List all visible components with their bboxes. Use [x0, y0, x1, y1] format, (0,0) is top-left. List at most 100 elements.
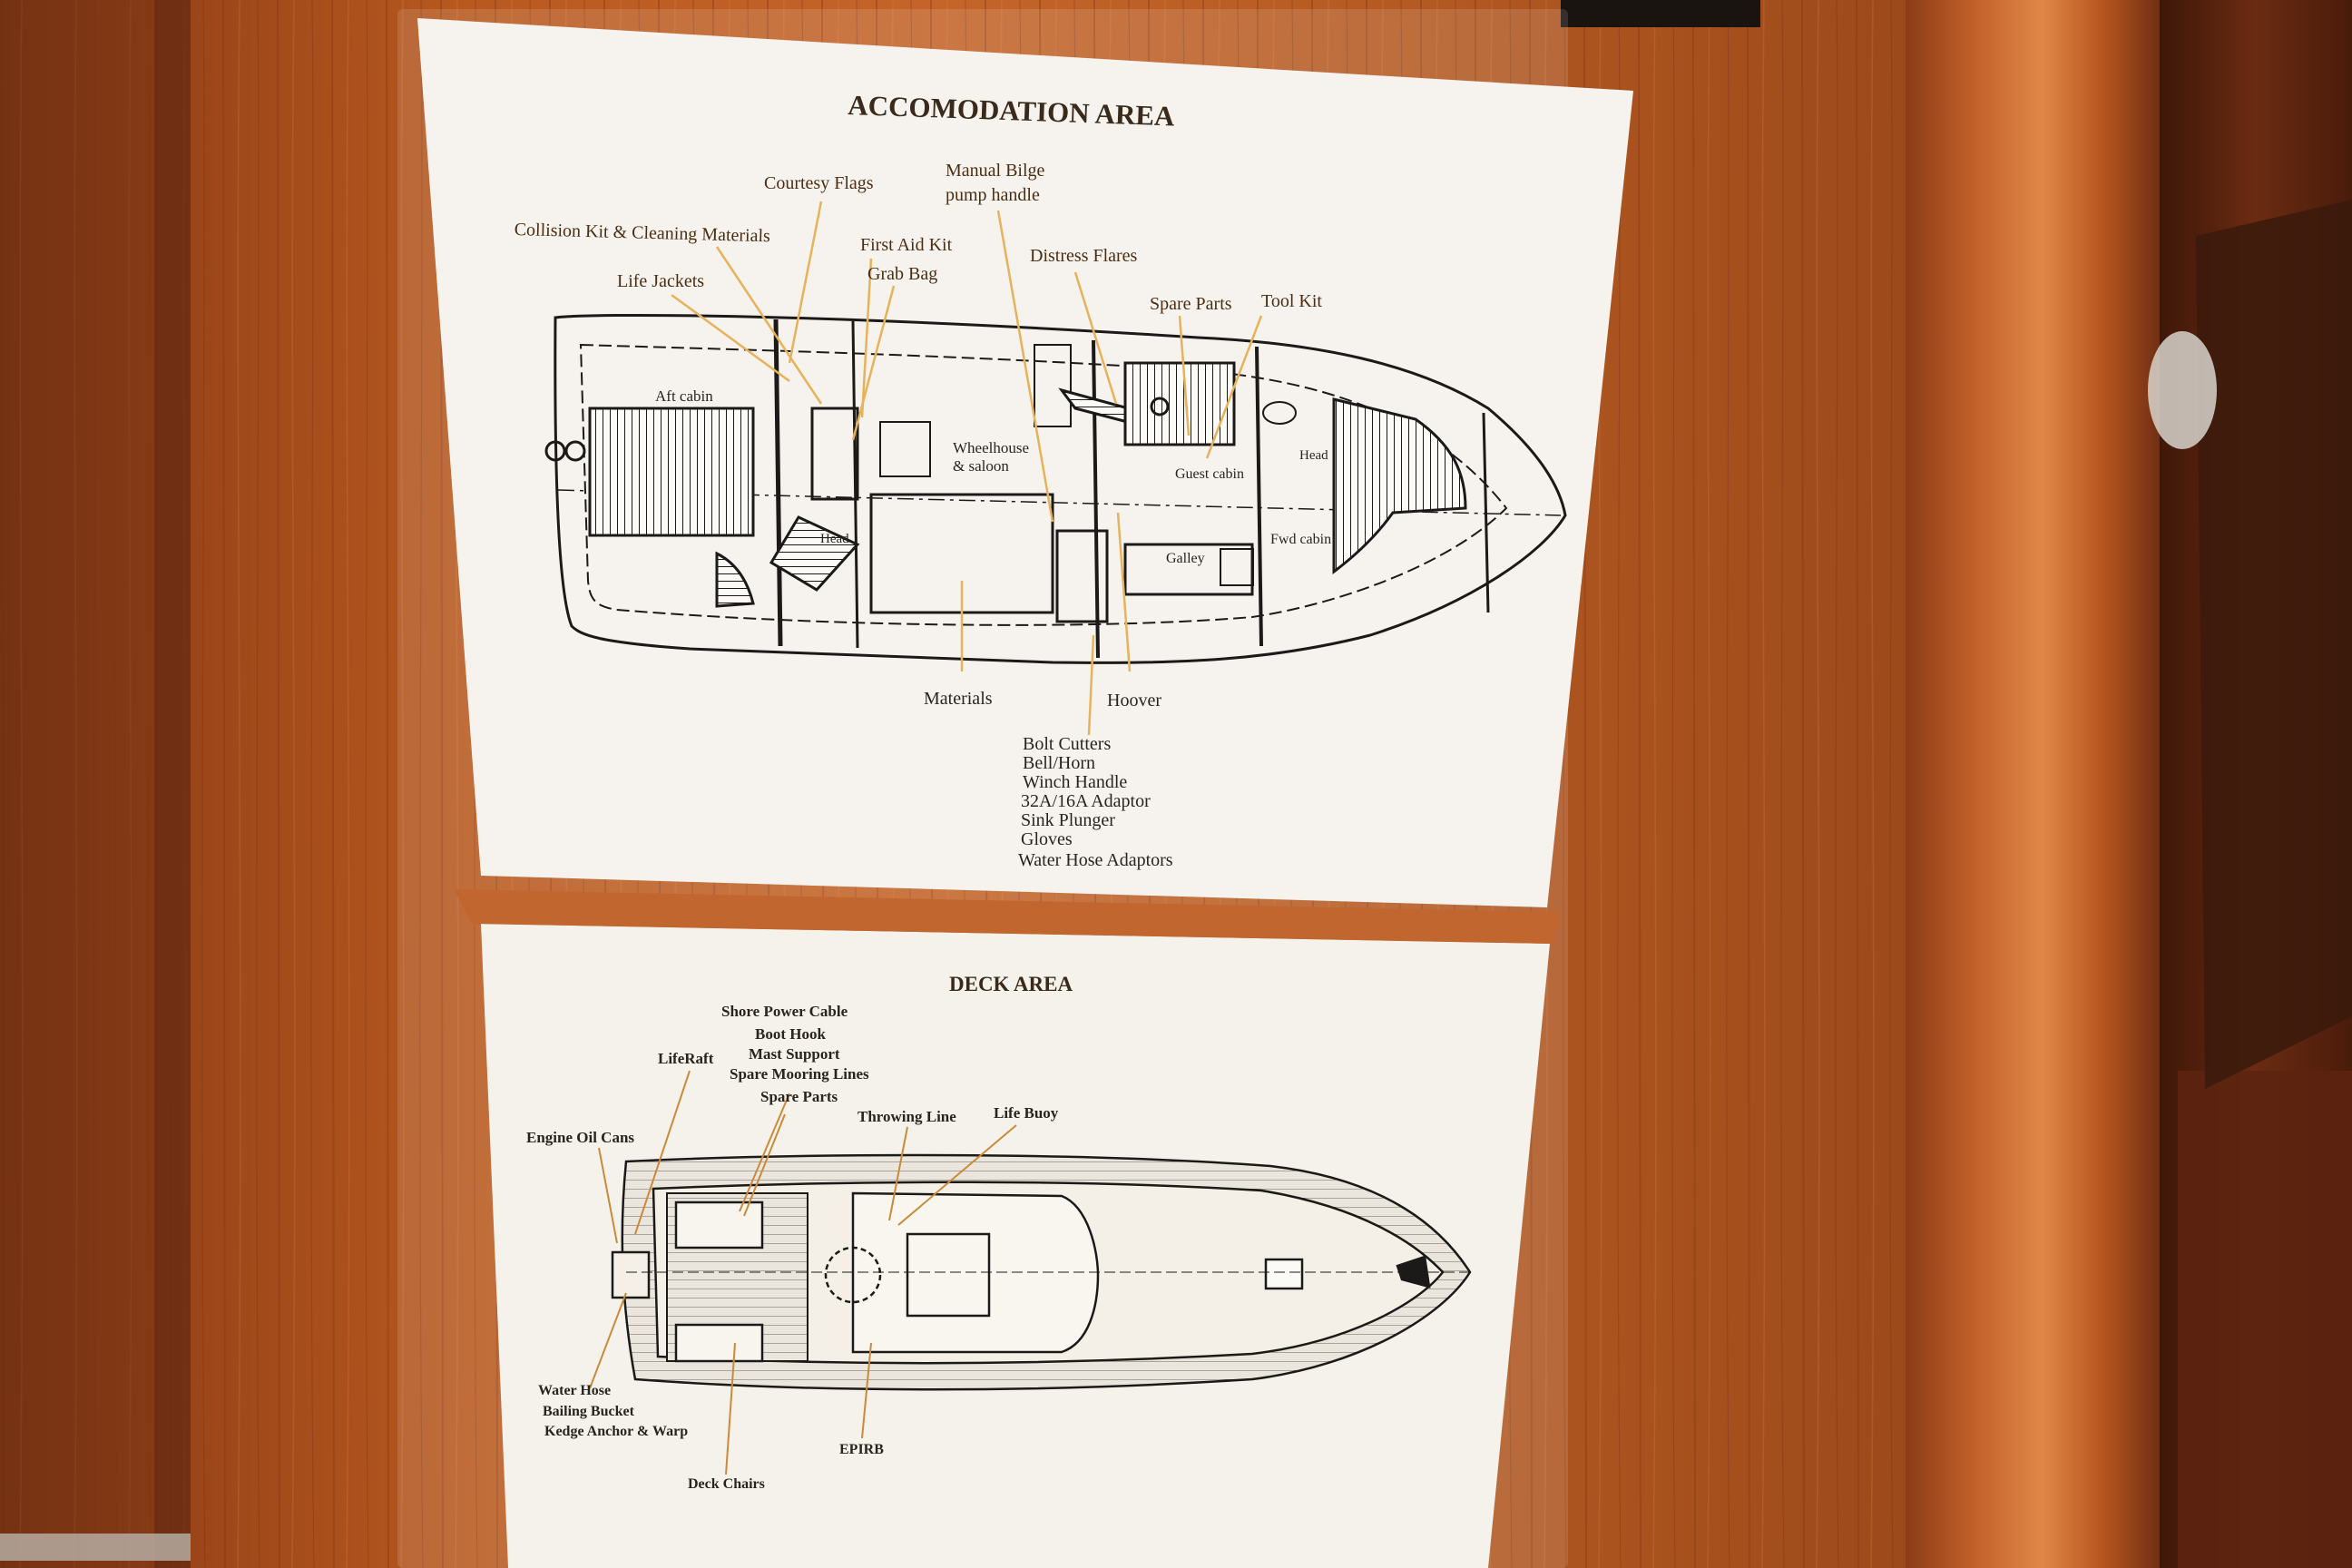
- leader-deck-chairs: [725, 1342, 736, 1475]
- label-manual-bilge-2: pump handle: [946, 185, 1040, 205]
- leader-courtesy-flags: [788, 201, 823, 364]
- label-distress-flares: Distress Flares: [1030, 246, 1138, 266]
- deck-plan: [611, 1153, 1472, 1391]
- deck-label-shore-power: Shore Power Cable: [721, 1003, 848, 1020]
- leader-shore-power: [739, 1093, 790, 1212]
- aft-berth: [588, 407, 755, 537]
- leader-life-jackets: [671, 293, 790, 383]
- leader-manual-bilge: [996, 210, 1054, 523]
- deck-label-mast-support: Mast Support: [749, 1045, 840, 1063]
- deck-label-water-hose: Water Hose: [538, 1383, 612, 1398]
- room-wheelhouse-2: & saloon: [953, 457, 1009, 475]
- right-frame: [2178, 1071, 2352, 1568]
- accommodation-card: [417, 18, 1633, 907]
- left-bevel-edge: [154, 0, 191, 1568]
- deck-label-life-buoy: Life Buoy: [994, 1104, 1059, 1122]
- locker-list-item: Water Hose Adaptors: [1018, 850, 1173, 870]
- leader-locker-list: [1087, 634, 1095, 736]
- right-dial: [2148, 331, 2217, 449]
- locker-list-item: 32A/16A Adaptor: [1021, 791, 1151, 811]
- leader-life-buoy: [897, 1124, 1017, 1226]
- deck-label-kedge-anchor: Kedge Anchor & Warp: [544, 1424, 689, 1439]
- deck-label-engine-oil: Engine Oil Cans: [526, 1129, 635, 1146]
- deck-label-bailing-bucket: Bailing Bucket: [543, 1404, 634, 1419]
- label-materials: Materials: [924, 689, 993, 709]
- steering-wheel: [824, 1246, 882, 1304]
- room-aft-cabin: Aft cabin: [655, 387, 713, 405]
- bulkhead-1: [773, 318, 783, 647]
- room-head-aft: Head: [820, 532, 849, 546]
- leader-deck-spare-parts: [743, 1113, 786, 1217]
- leader-liferaft: [634, 1070, 691, 1235]
- label-grab-bag: Grab Bag: [867, 264, 938, 284]
- deck-label-spare-parts: Spare Parts: [760, 1088, 838, 1105]
- label-first-aid-kit: First Aid Kit: [860, 235, 953, 255]
- leader-epirb: [861, 1342, 872, 1439]
- guest-porthole: [1150, 397, 1170, 416]
- deck-label-deck-chairs: Deck Chairs: [688, 1476, 765, 1492]
- room-fwd-cabin: Fwd cabin: [1270, 532, 1332, 547]
- deck-locker-stbd: [674, 1323, 764, 1363]
- leader-engine-oil: [598, 1147, 618, 1244]
- handle: [0, 1534, 191, 1561]
- galley-hob: [1220, 548, 1254, 586]
- fwd-v-berth: [1332, 397, 1467, 575]
- label-life-jackets: Life Jackets: [617, 271, 705, 291]
- aft-head-seat: [715, 551, 755, 608]
- locker-list-item: Sink Plunger: [1021, 810, 1115, 830]
- leader-grab-bag: [851, 285, 896, 441]
- room-head-fwd: Head: [1299, 448, 1328, 463]
- saloon-seat: [1055, 529, 1109, 623]
- deck-label-spare-mooring: Spare Mooring Lines: [730, 1065, 869, 1083]
- aft-winch-2: [564, 440, 586, 462]
- bulkhead-3: [1092, 339, 1100, 659]
- label-tool-kit: Tool Kit: [1261, 291, 1322, 311]
- deck-locker-port: [674, 1200, 764, 1250]
- deck-leaders: [589, 1070, 1017, 1475]
- aft-winch-1: [544, 440, 566, 462]
- right-pillar: [1906, 0, 2178, 1568]
- accommodation-plan: [544, 313, 1567, 664]
- flybridge-console: [906, 1232, 991, 1318]
- hull-outline: [554, 313, 1567, 664]
- leader-spare-parts: [1178, 315, 1191, 436]
- deck-label-boot-hook: Boot Hook: [755, 1025, 826, 1043]
- leader-water-hose: [589, 1292, 627, 1389]
- bulkhead-5: [1482, 412, 1490, 613]
- label-hoover: Hoover: [1107, 691, 1161, 710]
- aft-locker: [810, 407, 859, 501]
- label-manual-bilge-1: Manual Bilge: [946, 161, 1045, 181]
- room-guest-cabin: Guest cabin: [1175, 466, 1244, 482]
- inner-hull: [579, 343, 1508, 626]
- right-opening: [2196, 200, 2352, 1089]
- saloon-table: [879, 421, 931, 477]
- deck-label-liferaft: LifeRaft: [658, 1050, 714, 1067]
- locker-list-item: Bell/Horn: [1023, 753, 1095, 773]
- card-gap-shadow: [454, 889, 1561, 944]
- leader-collision-kit: [715, 246, 823, 405]
- deck-label-throwing-line: Throwing Line: [858, 1108, 956, 1125]
- label-courtesy-flags: Courtesy Flags: [764, 173, 874, 193]
- locker-list-item: Gloves: [1021, 829, 1073, 849]
- fore-hatch: [1264, 1258, 1304, 1290]
- locker-list-item: Bolt Cutters: [1023, 734, 1112, 754]
- bulkhead-4: [1255, 346, 1263, 647]
- deck-label-epirb: EPIRB: [839, 1442, 884, 1457]
- locker-list-item: Winch Handle: [1023, 772, 1128, 792]
- room-galley: Galley: [1166, 551, 1205, 566]
- helm-console: [1034, 344, 1072, 427]
- room-wheelhouse-1: Wheelhouse: [953, 439, 1030, 456]
- guest-berth: [1123, 361, 1236, 446]
- fwd-head-basin: [1262, 401, 1297, 425]
- top-bracket: [1561, 0, 1760, 27]
- label-spare-parts: Spare Parts: [1150, 294, 1232, 314]
- transom-step: [611, 1250, 651, 1299]
- accommodation-leaders: [671, 201, 1263, 736]
- leader-hoover: [1116, 512, 1132, 672]
- leader-first-aid: [860, 258, 873, 418]
- leader-throwing-line: [888, 1126, 908, 1221]
- leader-distress-flares: [1073, 271, 1118, 405]
- aft-stairs: [769, 515, 860, 592]
